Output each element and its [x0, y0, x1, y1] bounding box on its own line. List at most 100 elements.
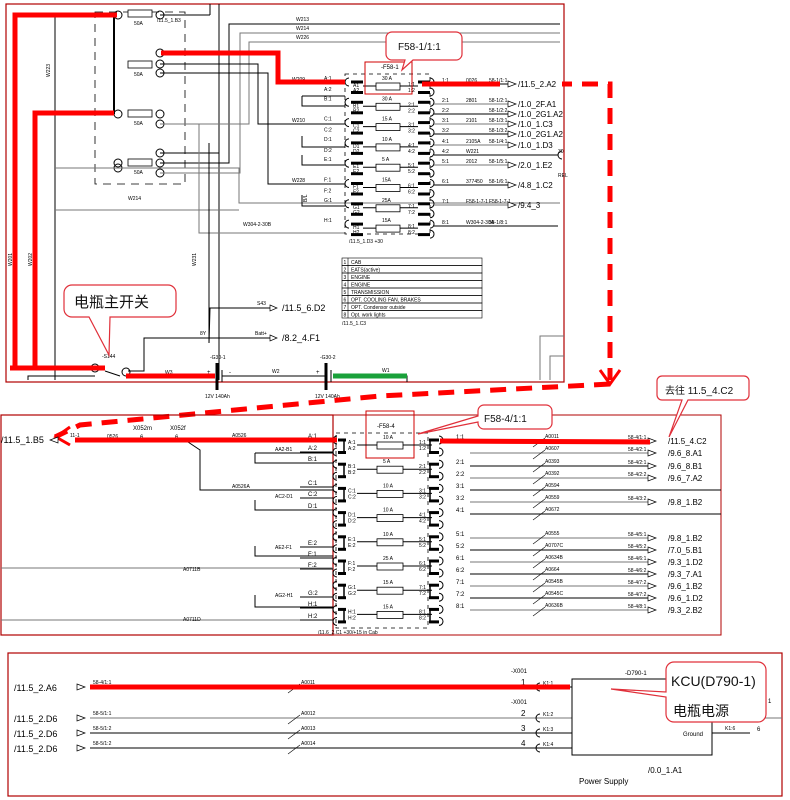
svg-text:1: 1: [768, 699, 772, 705]
terminal-label: E2: [353, 169, 359, 175]
callout-battery-main-switch: 电瓶主开关: [63, 284, 177, 358]
ref-link[interactable]: /11.5_2.A6: [14, 683, 57, 693]
terminal-label: D:2: [348, 519, 356, 525]
legend-label: CAB: [351, 260, 362, 266]
ref-link[interactable]: /9.8_1.B2: [668, 534, 703, 543]
fuse-rating: 15 A: [383, 604, 394, 610]
terminal-label: F:2: [348, 567, 355, 573]
terminal-label: 4:1: [442, 139, 449, 145]
wire-label: A0011: [545, 434, 559, 440]
main-fuse-3: 50A: [113, 109, 165, 129]
legend-label: EATS(active): [351, 268, 380, 274]
ref-link[interactable]: /7.0_5.B1: [668, 546, 703, 555]
wire-label: A0555: [545, 531, 560, 537]
wire-label: A0707C: [545, 543, 563, 549]
highlight-wire: [439, 438, 651, 445]
ref-link-batt[interactable]: /8.2_4.F1: [282, 333, 320, 343]
connector-label: 58-1/3:2: [489, 128, 508, 134]
fuse-ref[interactable]: /11.5_1.B3: [157, 18, 181, 24]
fuse-block-name: -F58-1: [381, 65, 399, 71]
svg-text:AC2-D1: AC2-D1: [275, 494, 293, 500]
terminal-label: 4:2: [408, 149, 415, 155]
svg-text:S43: S43: [257, 301, 266, 307]
fuse-block-ref[interactable]: /11.6_2.C1 +30/+15 in Cab: [318, 630, 378, 636]
ref-link[interactable]: /11.5_2.A2: [518, 80, 557, 89]
svg-text:-G30-1: -G30-1: [210, 355, 226, 361]
ref-link[interactable]: /9.6_8.B1: [668, 462, 703, 471]
connector-label: 58-1/6:1: [489, 179, 508, 185]
ref-link[interactable]: /9.6_1.D2: [668, 594, 703, 603]
ref-link[interactable]: /9.6_1.B2: [668, 582, 703, 591]
ref-link[interactable]: /4.8_1.C2: [518, 181, 553, 190]
ref-link[interactable]: /11.5_2.D6: [14, 744, 57, 754]
terminal-label: F:1: [308, 552, 317, 558]
fuse: [376, 441, 404, 450]
ref-link[interactable]: /1.0_2G1.A2: [518, 130, 563, 139]
svg-text:去往 11.5_4.C2: 去往 11.5_4.C2: [665, 384, 734, 397]
ref-link[interactable]: /11.5_2.D6: [14, 714, 57, 724]
wire-label: 2101: [466, 118, 477, 124]
terminal-label: D2: [353, 149, 360, 155]
wire-label: W231: [192, 253, 198, 266]
fuse-block-ref[interactable]: /11.5_1.D3 +30: [349, 239, 383, 245]
terminal-label: B:1: [308, 457, 318, 463]
ref-link[interactable]: /1.0_2G1.A2: [518, 110, 563, 119]
fuse-rating: 25A: [382, 198, 392, 204]
ref-link[interactable]: /9.3_1.D2: [668, 558, 703, 567]
ref-link[interactable]: /9.3_7.A1: [668, 570, 703, 579]
pin-number: 1: [521, 678, 526, 687]
legend-number: 5: [344, 290, 347, 296]
ref-link[interactable]: /11.5_2.D6: [14, 729, 57, 739]
fuse: [375, 224, 401, 233]
terminal-label: G:2: [308, 591, 318, 597]
ref-link[interactable]: /9.6_7.A2: [668, 474, 703, 483]
highlight-wire: [32, 110, 114, 370]
ref-link[interactable]: /9.4_3: [518, 201, 541, 210]
wire-label: 0026: [466, 78, 477, 84]
ref-link[interactable]: /9.8_1.B2: [668, 498, 703, 507]
terminal-label: 3:2: [456, 496, 465, 502]
ref-link[interactable]: /1.0_1.C3: [518, 120, 553, 129]
ref-link[interactable]: /9.3_2.B2: [668, 606, 703, 615]
svg-text:AA2-B1: AA2-B1: [275, 447, 292, 453]
ref-link[interactable]: /11.5_4.C2: [668, 437, 707, 446]
fuse: [376, 538, 404, 547]
ref-link-s43[interactable]: /11.5_6.D2: [282, 303, 325, 313]
legend-table-ref[interactable]: /11.5_1.C3: [342, 321, 366, 327]
wire-label: F58-1-7-1: [466, 199, 488, 205]
wire-label: W223: [46, 64, 52, 77]
terminal-label: 8:1: [419, 609, 426, 615]
ref-link[interactable]: 30: [558, 149, 564, 155]
connector-label: 58-4/7:2: [628, 580, 647, 586]
ref-link[interactable]: /2.0_1.E2: [518, 161, 553, 170]
terminal-label: G:1: [324, 198, 332, 204]
ref-link[interactable]: /9.6_8.A1: [668, 449, 703, 458]
module-ref[interactable]: /0.0_1.A1: [648, 766, 683, 775]
wire-label: 2105A: [466, 139, 481, 145]
svg-text:X052m: X052m: [133, 426, 152, 432]
terminal-label: 4:1: [408, 143, 415, 149]
terminal-label: C:1: [324, 117, 332, 123]
ref-link[interactable]: /1.0_2F.A1: [518, 100, 557, 109]
arrow-icon: [647, 474, 657, 482]
terminal-label: 6:1: [419, 561, 426, 567]
terminal-label: F2: [353, 190, 359, 196]
fuse-row: E:1E:210 A5:15:2: [332, 532, 444, 554]
path-arrow: [582, 81, 613, 380]
terminal-label: 3:1: [456, 484, 465, 490]
fuse: [375, 102, 401, 111]
pin-label: K1:4: [543, 742, 554, 748]
ref-link-left[interactable]: /11.5_1.B5: [1, 435, 44, 445]
ref-link[interactable]: /1.0_1.D3: [518, 141, 553, 150]
terminal-label: 4:1: [419, 513, 426, 519]
